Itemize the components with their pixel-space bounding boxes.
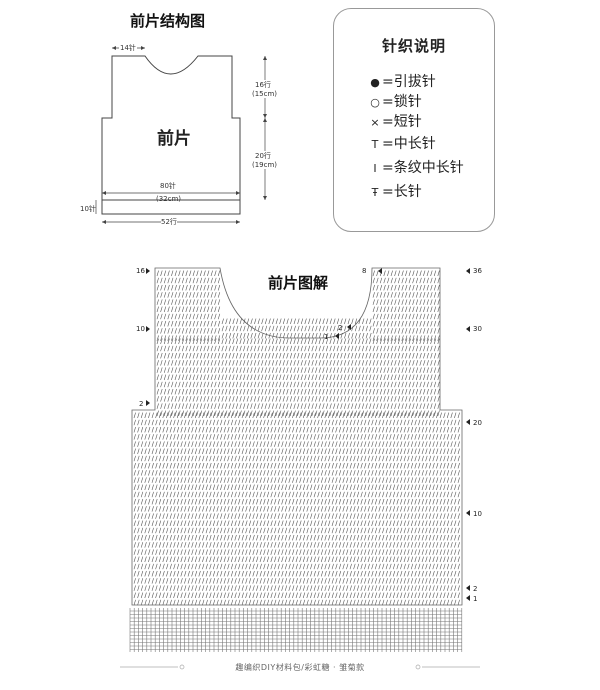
row-arrow-icon	[466, 268, 470, 274]
ribbing-rows-label: 10针	[80, 205, 96, 213]
left-row-label: 10	[136, 325, 145, 333]
half-double-icon: T	[371, 138, 379, 151]
width-cm-label: (32cm)	[156, 195, 182, 203]
stitch-block	[156, 338, 440, 417]
left-row-label: 2	[139, 400, 144, 408]
legend-title: 针织说明	[381, 37, 446, 55]
neck-width-label: 14针	[119, 43, 137, 53]
legend-item-chain: ○=锁针	[368, 91, 422, 111]
shoulder-rows-label: 16行	[255, 80, 271, 90]
row-arrow-icon	[146, 400, 150, 406]
width-stitches-label: 80针	[160, 181, 176, 191]
right-row-label: 30	[473, 325, 482, 333]
row-arrow-icon	[466, 326, 470, 332]
neck-row-label: 1	[324, 333, 329, 341]
legend-item-half-double: T=中长针	[368, 133, 436, 153]
legend-box: 针织说明 ●=引拔针 ○=锁针 ×=短针 T=中长针 I=条纹中长针 Ŧ=长针	[333, 8, 495, 232]
row-arrow-icon	[335, 333, 339, 339]
legend-item-single-crochet: ×=短针	[368, 111, 421, 131]
stitch-block	[221, 318, 372, 339]
legend-item-slip-stitch: ●=引拔针	[368, 71, 436, 91]
row-arrow-icon	[466, 510, 470, 516]
legend-item-double: Ŧ=长针	[368, 181, 422, 201]
right-row-label: 2	[473, 585, 478, 593]
length-rows-label: 52行	[161, 217, 177, 227]
row-arrow-icon	[466, 585, 470, 591]
body-rows-label: 20行	[255, 151, 271, 161]
body-cm-label: (19cm)	[252, 161, 278, 169]
schematic-outline	[95, 46, 267, 224]
right-row-label: 10	[473, 510, 482, 518]
stitch-block	[372, 270, 440, 341]
footer-ornament	[120, 664, 480, 670]
stitch-block	[133, 412, 460, 606]
row-arrow-icon	[146, 326, 150, 332]
row-arrow-icon	[347, 324, 351, 330]
stitch-block	[156, 270, 221, 341]
footer-text: 趣编织DIY材料包/彩虹糖 · 雏菊款	[235, 663, 365, 672]
chart-title: 前片图解	[265, 272, 332, 293]
left-row-label: 16	[136, 267, 145, 275]
row-arrow-icon	[466, 595, 470, 601]
double-crochet-icon: Ŧ	[371, 186, 379, 199]
ribbed-half-double-icon: I	[373, 162, 377, 175]
schematic-title: 前片结构图	[130, 12, 206, 30]
single-crochet-icon: ×	[370, 116, 380, 129]
ribbing-band	[129, 608, 463, 652]
row-arrow-icon	[466, 419, 470, 425]
shoulder-cm-label: (15cm)	[252, 90, 278, 98]
piece-label: 前片	[157, 129, 191, 149]
slip-stitch-icon: ●	[370, 76, 380, 89]
neck-left-row-label: 8	[362, 267, 367, 275]
row-arrow-icon	[146, 268, 150, 274]
right-row-label: 20	[473, 419, 482, 427]
legend-item-ribbed-half-double: I=条纹中长针	[368, 157, 463, 177]
right-row-label: 36	[473, 267, 482, 275]
row-arrow-icon	[378, 268, 382, 274]
chain-icon: ○	[370, 96, 380, 109]
right-row-label: 1	[473, 595, 478, 603]
neck-row-label: 2	[338, 324, 343, 332]
